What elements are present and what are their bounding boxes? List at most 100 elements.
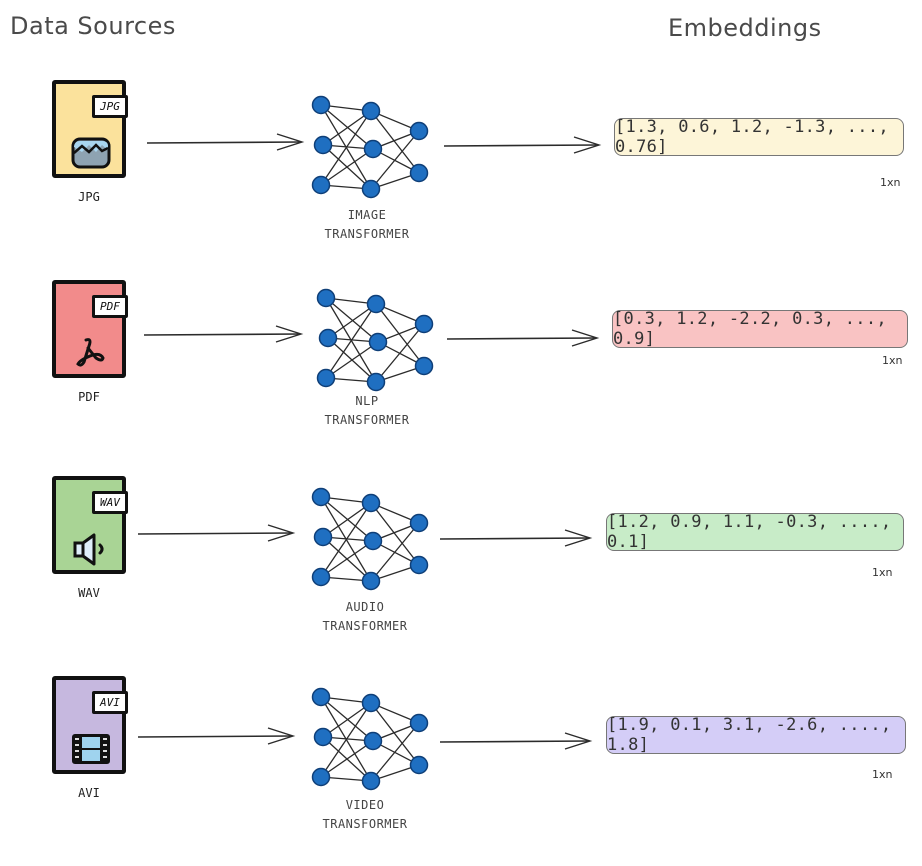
network-node [363, 531, 383, 551]
network-edge [370, 502, 420, 566]
transformer-word: TRANSFORMER [322, 817, 408, 831]
network-node [366, 372, 386, 392]
network-node [316, 368, 336, 388]
pipeline-row-avi: AVI AVI VIDEO TRANSFORMER [1.9, 0.1, 3.1… [0, 676, 922, 866]
network-edge [322, 702, 372, 738]
network-edge [320, 148, 374, 186]
network-edge [375, 323, 425, 383]
network-node [313, 727, 333, 747]
network-node [366, 294, 386, 314]
network-edge [320, 104, 374, 150]
network-edge [320, 540, 374, 578]
file-icon-pdf: PDF [52, 280, 128, 378]
embedding-dimension: 1xn [880, 176, 901, 189]
network-node [316, 288, 336, 308]
network-node [409, 513, 429, 533]
network-node [361, 571, 381, 591]
embedding-dimension: 1xn [882, 354, 903, 367]
network-node [311, 567, 331, 587]
network-edge [322, 110, 372, 146]
arrow-icon [136, 523, 296, 543]
network-node [368, 332, 388, 352]
arrow-icon [136, 726, 296, 746]
network-edge [320, 496, 374, 542]
file-icon-avi: AVI [52, 676, 128, 774]
neural-network-icon [316, 288, 434, 392]
network-node [361, 771, 381, 791]
network-node [311, 175, 331, 195]
network-node [361, 493, 381, 513]
network-edge [325, 341, 379, 379]
network-edge [322, 502, 372, 538]
file-icon-wav: WAV [52, 476, 128, 574]
transformer-word: TRANSFORMER [324, 413, 410, 427]
network-node [414, 356, 434, 376]
pipeline-row-jpg: JPG JPG IMAGE TRANSFORMER [1.3, 0.6, 1.2… [0, 80, 922, 270]
pdf-icon [70, 336, 112, 370]
network-node [409, 713, 429, 733]
arrow-icon [142, 324, 304, 344]
arrow-icon [145, 132, 305, 152]
image-icon [70, 136, 112, 170]
network-node [409, 755, 429, 775]
network-edge [320, 110, 372, 186]
network-edge [370, 110, 420, 174]
embedding-vector: [1.9, 0.1, 3.1, -2.6, ...., 1.8] [606, 715, 906, 755]
file-type-tag: WAV [92, 491, 128, 514]
embedding-dimension: 1xn [872, 566, 893, 579]
film-icon [70, 732, 112, 766]
network-edge [320, 502, 372, 578]
network-edge [325, 303, 377, 379]
network-edge [325, 297, 379, 343]
transformer-label: AUDIO TRANSFORMER [290, 598, 440, 636]
network-node [318, 328, 338, 348]
network-node [311, 687, 331, 707]
network-node [363, 731, 383, 751]
arrow-icon [442, 135, 602, 155]
network-node [311, 767, 331, 787]
network-edge [370, 722, 420, 782]
transformer-label: NLP TRANSFORMER [292, 392, 442, 430]
file-label: AVI [78, 786, 100, 800]
transformer-type: AUDIO [345, 600, 385, 614]
file-type-tag: PDF [92, 295, 128, 318]
embeddings-heading: Embeddings [668, 14, 822, 42]
network-edge [370, 522, 420, 582]
neural-network-icon [311, 687, 429, 791]
network-edge [375, 303, 425, 367]
transformer-label: VIDEO TRANSFORMER [290, 796, 440, 834]
network-edge [370, 130, 420, 190]
neural-network-icon [311, 487, 429, 591]
network-edge [370, 702, 420, 766]
network-node [361, 101, 381, 121]
embedding-vector: [1.3, 0.6, 1.2, -1.3, ..., 0.76] [614, 117, 904, 157]
arrow-icon [438, 731, 593, 751]
network-edge [327, 303, 377, 339]
embedding-vector: [0.3, 1.2, -2.2, 0.3, ..., 0.9] [612, 309, 908, 349]
file-type-tag: AVI [92, 691, 128, 714]
arrow-icon [438, 528, 593, 548]
file-label: WAV [78, 586, 100, 600]
pipeline-row-wav: WAV WAV AUDIO TRANSFORMER [1.2, 0.9, 1.1… [0, 476, 922, 666]
pipeline-row-pdf: PDF PDF NLP TRANSFORMER [0.3, 1.2, -2.2,… [0, 280, 922, 470]
transformer-type: NLP [355, 394, 379, 408]
network-node [311, 95, 331, 115]
network-node [313, 135, 333, 155]
network-node [409, 163, 429, 183]
transformer-word: TRANSFORMER [324, 227, 410, 241]
network-node [361, 693, 381, 713]
network-node [409, 555, 429, 575]
file-type-tag: JPG [92, 95, 128, 118]
file-label: PDF [78, 390, 100, 404]
transformer-label: IMAGE TRANSFORMER [292, 206, 442, 244]
data-sources-heading: Data Sources [10, 12, 176, 40]
network-node [363, 139, 383, 159]
arrow-icon [445, 328, 600, 348]
embedding-vector: [1.2, 0.9, 1.1, -0.3, ...., 0.1] [606, 512, 904, 552]
transformer-word: TRANSFORMER [322, 619, 408, 633]
neural-network-icon [311, 95, 429, 199]
network-node [311, 487, 331, 507]
file-label: JPG [78, 190, 100, 204]
speaker-icon [70, 532, 112, 566]
network-edge [320, 702, 372, 778]
